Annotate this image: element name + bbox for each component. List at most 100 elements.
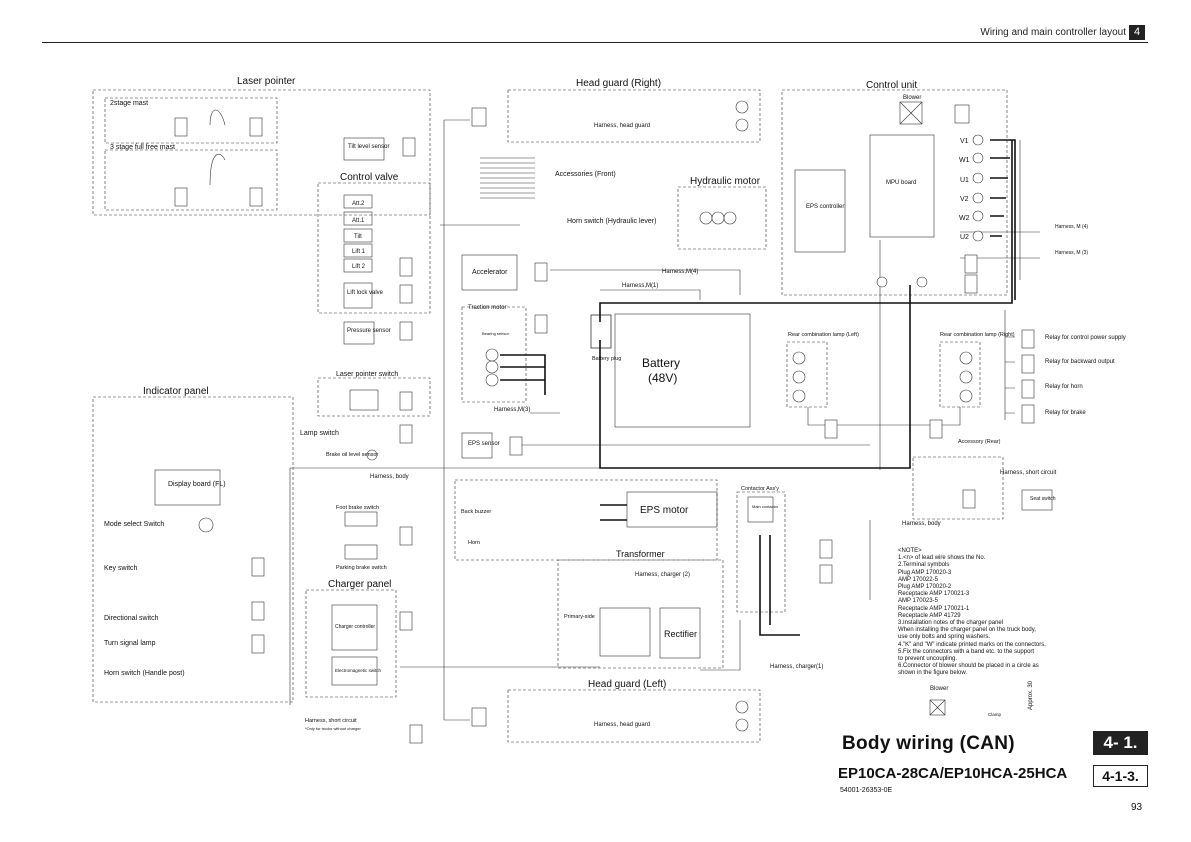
mast2-frame	[104, 97, 278, 144]
wire-rear	[807, 407, 961, 426]
connector	[964, 254, 978, 274]
eps-motor-box	[626, 491, 718, 528]
wire-charger	[400, 620, 741, 671]
connector	[409, 724, 423, 744]
connector	[174, 187, 188, 207]
note-line: AMP 170023-5	[898, 598, 938, 605]
accessory-rear-frame	[912, 456, 1004, 520]
subsection-number: 4-1-3.	[1093, 765, 1148, 787]
eps-controller-label: EPS controller	[806, 204, 844, 210]
terminal	[916, 276, 928, 288]
power-cable-contactor	[759, 535, 800, 636]
pressure-label: Pressure sensor	[347, 328, 391, 334]
blower-small-label: Blower	[930, 686, 948, 692]
eps-motor-label: EPS motor	[640, 505, 689, 516]
w2-label: W2	[959, 215, 970, 222]
w1-label: W1	[959, 157, 970, 164]
terminal	[723, 211, 737, 225]
eps-sensor-box	[461, 432, 493, 459]
terminal	[485, 348, 499, 362]
blower-small-box	[929, 699, 946, 716]
lift1-box	[343, 243, 373, 258]
indicator-panel-frame	[92, 396, 294, 703]
note-line: 2.Terminal symbols	[898, 562, 950, 569]
terminal	[972, 152, 984, 164]
wire-relays	[1004, 310, 1015, 420]
harness-m3-label: Harness,M(3)	[494, 407, 530, 413]
connector	[1021, 404, 1035, 424]
control-unit-frame	[781, 89, 1008, 296]
mode-switch	[198, 517, 214, 533]
connector	[929, 419, 943, 439]
laser-pointer-title: Laser pointer	[237, 76, 296, 87]
power-cable-battery	[599, 140, 1013, 469]
harness-m4r-label: Harness, M (4)	[1055, 224, 1088, 230]
lamp	[735, 100, 749, 114]
doc-code: 54001-26353-0E	[840, 787, 893, 794]
relay-backward-label: Relay for backward output	[1045, 359, 1115, 365]
eps-sensor-label: EPS sensor	[468, 441, 500, 447]
terminal	[972, 210, 984, 222]
blower-label: Blower	[903, 95, 921, 101]
v2-label: V2	[960, 196, 969, 203]
display-board-box	[154, 469, 221, 506]
note-line: to prevent uncoupling.	[898, 656, 958, 663]
lift2-label: Lift 2	[352, 264, 366, 270]
rectifier-box	[659, 607, 701, 659]
head-guard-left-frame	[507, 689, 761, 743]
connector	[534, 314, 548, 334]
horn-switch-hyd-label: Horn switch (Hydraulic lever)	[567, 218, 656, 225]
note-line: 6.Connector of blower should be placed i…	[898, 663, 1039, 670]
transformer-title: Transformer	[616, 549, 665, 559]
lamp	[959, 389, 973, 403]
connector	[964, 274, 978, 294]
connector	[251, 634, 265, 654]
lift1-label: Lift 1	[352, 249, 366, 255]
note-line: Plug AMP 170020-3	[898, 569, 952, 576]
notes-block: <NOTE> 1.<n> of lead wire shows the No. …	[898, 548, 1068, 678]
connector	[509, 436, 523, 456]
eps-controller-box	[794, 169, 846, 253]
note-line: 4."K" and "W" indicate printed marks on …	[898, 641, 1046, 648]
lamp	[959, 351, 973, 365]
electromagnetic-label: Electromagnetic switch	[335, 668, 382, 673]
harness-m3r-label: Harness, M (3)	[1055, 250, 1088, 256]
electromagnetic-box	[331, 656, 378, 686]
laser-pointer-frame	[92, 89, 431, 216]
terminal	[485, 373, 499, 387]
back-buzzer-label: Back buzzer	[461, 509, 491, 515]
battery-voltage: (48V)	[648, 371, 677, 385]
display-board-label: Display board (FL)	[168, 481, 226, 488]
control-valve-frame	[317, 182, 431, 314]
terminal	[699, 211, 713, 225]
main-contactor-box	[747, 496, 774, 523]
power-cable-motor	[500, 354, 546, 395]
diagram-title: Body wiring (CAN)	[842, 733, 1015, 754]
laser-switch-label: Laser pointer switch	[336, 371, 398, 378]
rear-left-frame	[786, 341, 828, 408]
mpu-board-label: MPU board	[886, 180, 916, 186]
battery-box	[614, 313, 751, 428]
model-numbers: EP10CA-28CA/EP10HCA-25HCA	[838, 765, 1068, 782]
brake-oil-label: Brake oil level sensor	[326, 452, 378, 458]
lamp	[792, 370, 806, 384]
head-guard-right-title: Head guard (Right)	[576, 78, 661, 89]
contactor-frame	[736, 491, 786, 613]
note-line: Receptacle AMP 170021-1	[898, 605, 970, 612]
note-line: AMP 170022-5	[898, 576, 938, 583]
wire-accessories	[480, 157, 535, 199]
blower-box	[899, 101, 923, 125]
connector	[954, 104, 970, 124]
head-guard-right-frame	[507, 89, 761, 143]
approx-label: Approx. 30	[1028, 680, 1034, 710]
pressure-box	[343, 321, 375, 345]
connector	[399, 424, 413, 444]
connector	[471, 707, 487, 727]
turn-signal-label: Turn signal lamp	[104, 640, 156, 647]
note-line: 5.Fix the connectors with a band etc. to…	[898, 648, 1035, 655]
connector	[399, 284, 413, 304]
blower-x	[899, 101, 923, 125]
charger-panel-title: Charger panel	[328, 579, 391, 590]
note-line: <NOTE>	[898, 548, 922, 554]
